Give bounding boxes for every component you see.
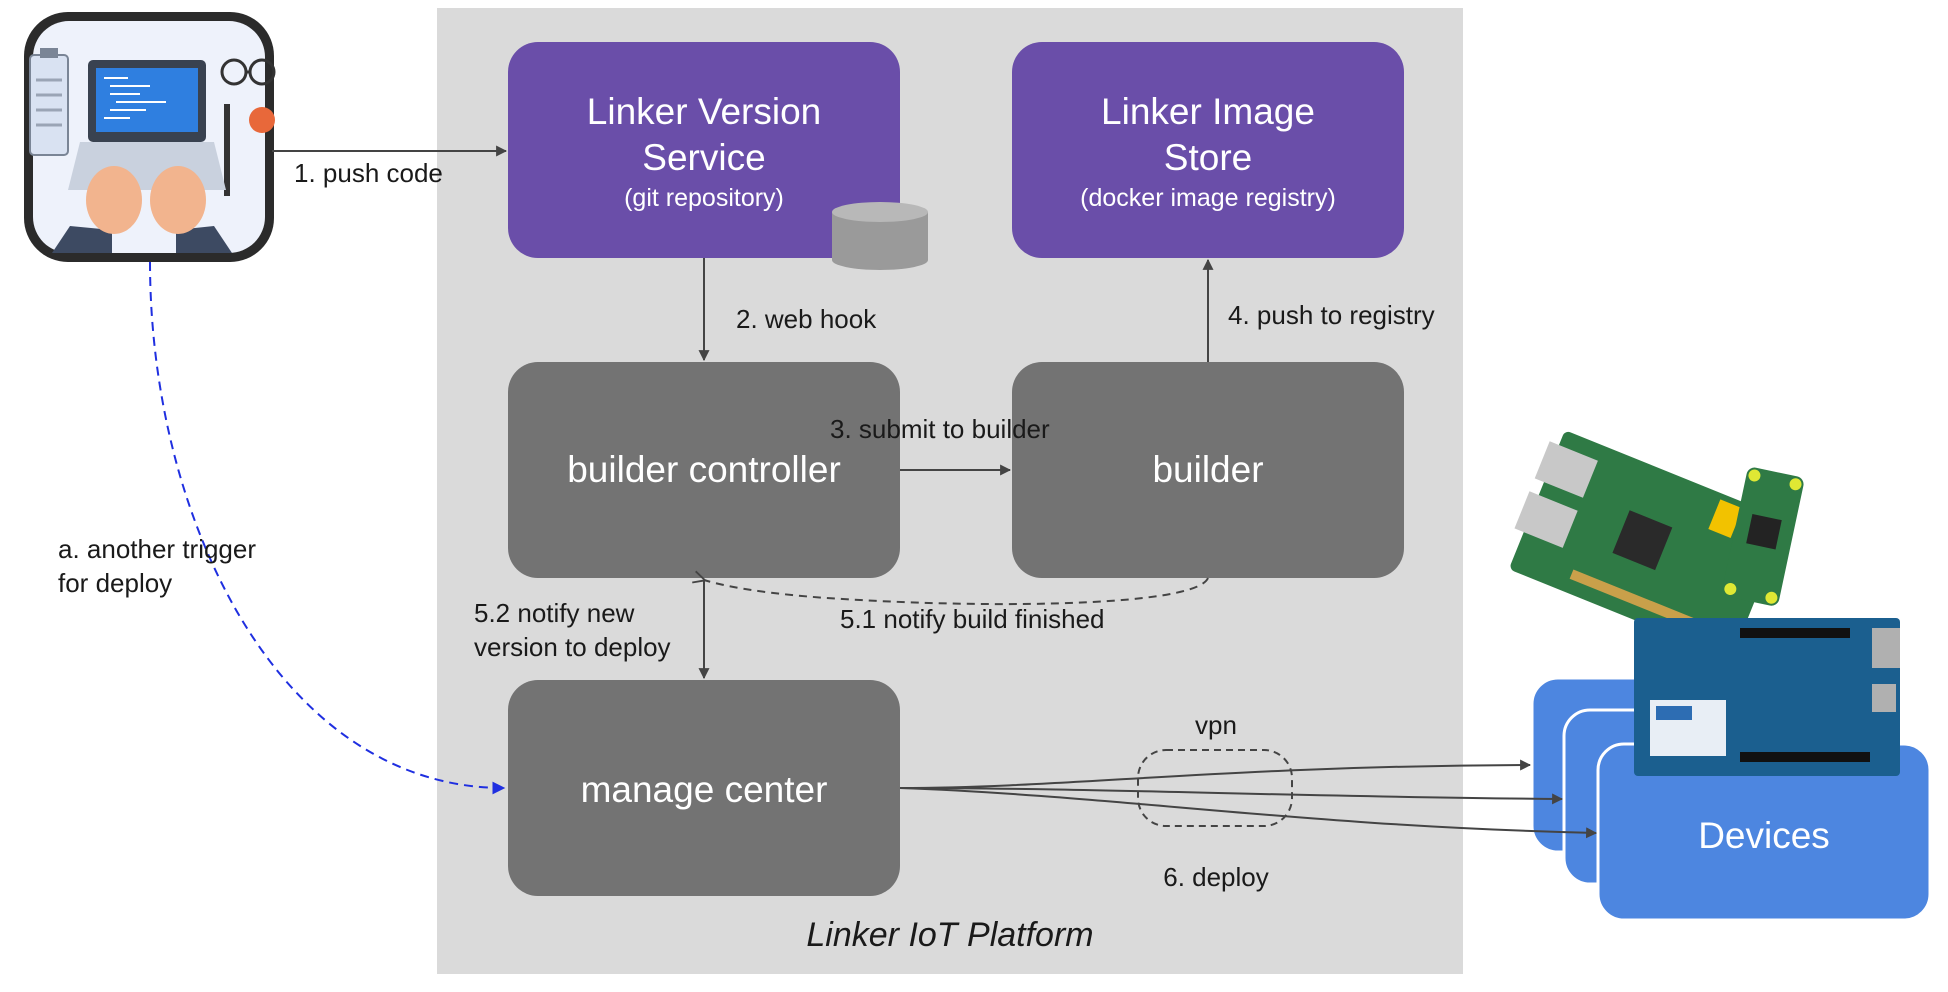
svg-text:(docker image registry): (docker image registry): [1080, 184, 1336, 212]
edge-web-hook: 2. web hook: [698, 258, 877, 362]
version-service-box[interactable]: Linker Version Service (git repository): [508, 42, 900, 258]
svg-text:vpn: vpn: [1195, 710, 1237, 740]
edge-notify-new-version: 5.2 notify new version to deploy: [474, 580, 710, 680]
svg-text:6. deploy: 6. deploy: [1163, 862, 1269, 892]
image-store-box[interactable]: Linker Image Store (docker image registr…: [1012, 42, 1404, 258]
svg-text:5.1 notify build finished: 5.1 notify build finished: [840, 604, 1105, 634]
svg-text:Devices: Devices: [1698, 815, 1830, 856]
platform-label: Linker IoT Platform: [806, 916, 1093, 954]
svg-text:a. another trigger: a. another trigger: [58, 534, 256, 564]
edge-notify-build-finished: 5.1 notify build finished: [704, 578, 1209, 634]
svg-text:builder: builder: [1152, 449, 1263, 490]
edge-another-trigger: a. another trigger for deploy: [58, 261, 506, 795]
iot-boards-icon: [1510, 431, 1900, 776]
svg-text:3. submit to builder: 3. submit to builder: [830, 414, 1050, 444]
svg-text:2. web hook: 2. web hook: [736, 304, 877, 334]
builder-controller-box[interactable]: builder controller: [508, 362, 900, 578]
manage-center-box[interactable]: manage center: [508, 680, 900, 896]
edge-push-to-registry: 4. push to registry: [1202, 258, 1435, 362]
svg-text:builder controller: builder controller: [567, 449, 841, 490]
svg-text:(git repository): (git repository): [624, 184, 784, 212]
vpn-tunnel: vpn: [1137, 710, 1293, 827]
builder-box[interactable]: builder: [1012, 362, 1404, 578]
edge-submit-to-builder: 3. submit to builder: [830, 414, 1050, 476]
edge-deploy: 6. deploy: [899, 759, 1598, 892]
developer-laptop-icon[interactable]: [24, 12, 276, 262]
svg-text:1. push code: 1. push code: [294, 158, 443, 188]
svg-text:4. push to registry: 4. push to registry: [1228, 300, 1435, 330]
edge-push-code: 1. push code: [272, 145, 508, 188]
svg-text:for deploy: for deploy: [58, 568, 172, 598]
svg-text:Store: Store: [1164, 137, 1252, 178]
svg-text:Service: Service: [642, 137, 765, 178]
svg-text:manage center: manage center: [581, 769, 828, 810]
svg-text:Linker Image: Linker Image: [1101, 91, 1315, 132]
svg-text:Linker Version: Linker Version: [587, 91, 821, 132]
database-icon: [832, 202, 928, 270]
svg-text:version to deploy: version to deploy: [474, 632, 671, 662]
svg-text:5.2 notify new: 5.2 notify new: [474, 598, 635, 628]
